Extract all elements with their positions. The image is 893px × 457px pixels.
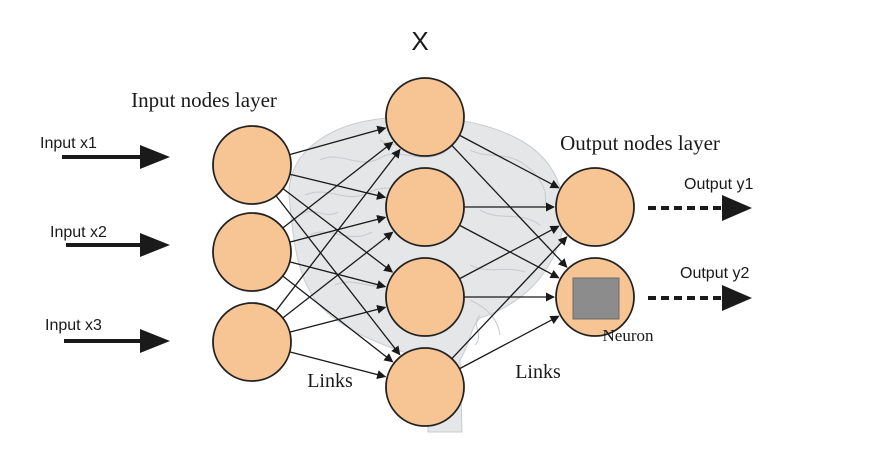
output-arrows: [648, 195, 752, 311]
output-y2-label: Output y2: [680, 265, 749, 282]
link-hidden-2-output-2: [459, 224, 560, 279]
output-y1-label: Output y1: [684, 176, 753, 193]
input-arrows: [62, 145, 170, 353]
link-hidden-1-output-2: [451, 144, 568, 268]
diagram-title: X: [411, 26, 428, 56]
link-hidden-3-output-1: [459, 225, 560, 280]
link-hidden-1-output-1: [459, 134, 560, 189]
input-layer-label: Input nodes layer: [131, 88, 277, 112]
input-node-1: [212, 125, 292, 205]
output-arrowhead-2: [722, 285, 752, 311]
input-arrowhead-3: [140, 329, 170, 353]
input-node-2: [212, 212, 292, 292]
neuron-square: [572, 277, 620, 320]
input-x3-label: Input x3: [45, 317, 102, 334]
input-x1-label: Input x1: [40, 135, 97, 152]
output-arrowhead-1: [722, 195, 752, 221]
input-arrowhead-2: [140, 233, 170, 257]
link-input-2-hidden-4: [282, 275, 394, 363]
link-input-2-hidden-3: [289, 261, 387, 290]
hidden-node-4: [385, 347, 465, 427]
link-input-3-hidden-4: [289, 351, 387, 380]
link-input-3-hidden-3: [289, 304, 387, 333]
connection-links: [275, 125, 568, 380]
input-arrowhead-1: [140, 145, 170, 169]
neuron-label: Neuron: [603, 326, 654, 345]
link-input-3-hidden-2: [282, 231, 394, 319]
links-left-label: Links: [307, 370, 353, 392]
links-right-label: Links: [515, 361, 561, 383]
output-layer-label: Output nodes layer: [560, 131, 720, 155]
hidden-node-2: [385, 167, 465, 247]
hidden-node-3: [385, 257, 465, 337]
link-input-2-hidden-1: [282, 141, 394, 229]
link-input-1-hidden-1: [289, 125, 387, 156]
link-hidden-4-output-2: [459, 315, 560, 370]
input-x2-label: Input x2: [50, 224, 107, 241]
output-node-1: [555, 167, 635, 247]
link-hidden-4-output-1: [451, 236, 568, 360]
nodes-group: [212, 77, 635, 427]
hidden-node-1: [385, 77, 465, 157]
link-input-3-hidden-1: [275, 148, 401, 312]
input-node-3: [212, 302, 292, 382]
